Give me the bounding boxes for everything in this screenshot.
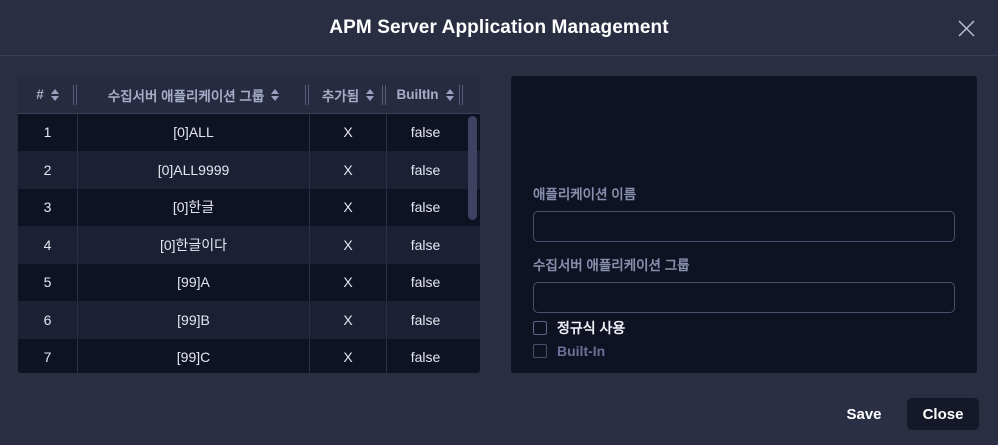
- builtin-checkbox: [533, 344, 547, 358]
- sort-updown-icon[interactable]: [271, 88, 280, 102]
- cell-added: X: [310, 151, 387, 188]
- cell-index: 7: [18, 339, 78, 373]
- sort-updown-icon[interactable]: [50, 88, 60, 102]
- cell-added: X: [310, 264, 387, 301]
- table-row[interactable]: 6 [99]B X false: [18, 301, 480, 339]
- sort-updown-icon[interactable]: [366, 88, 375, 102]
- app-name-input[interactable]: [533, 211, 955, 242]
- cell-builtin: false: [410, 199, 441, 216]
- column-header-index-label: #: [36, 87, 44, 102]
- regex-checkbox[interactable]: [533, 321, 547, 335]
- cell-builtin: false: [410, 236, 441, 253]
- column-resize-handle[interactable]: [304, 85, 310, 105]
- table-row[interactable]: 7 [99]C X false: [18, 339, 480, 373]
- table-row[interactable]: 1 [0]ALL X false: [18, 114, 480, 152]
- cell-group: [99]C: [78, 339, 310, 373]
- table-vertical-scrollbar[interactable]: [468, 116, 477, 371]
- column-header-index[interactable]: #: [18, 76, 78, 113]
- cell-builtin: false: [410, 311, 441, 328]
- cell-group: [0]ALL9999: [78, 151, 310, 188]
- cell-builtin: false: [410, 274, 441, 291]
- column-header-added[interactable]: 추가됨: [310, 76, 387, 113]
- column-resize-handle[interactable]: [458, 85, 464, 105]
- save-button[interactable]: Save: [831, 398, 897, 430]
- column-resize-handle[interactable]: [381, 85, 387, 105]
- application-group-table-panel: # 수집서버 애플리케이션 그룹 추가됨 BuiltIn 1 [0]ALL X …: [18, 76, 480, 373]
- cell-index: 1: [18, 114, 78, 151]
- table-scrollbar-thumb[interactable]: [468, 116, 477, 220]
- dialog-title: APM Server Application Management: [329, 17, 669, 38]
- table-row[interactable]: 2 [0]ALL9999 X false: [18, 151, 480, 189]
- dialog-titlebar: APM Server Application Management: [0, 0, 998, 56]
- table-body: 1 [0]ALL X false 2 [0]ALL9999 X false 3 …: [18, 114, 480, 373]
- table-row[interactable]: 3 [0]한글 X false: [18, 189, 480, 227]
- app-name-label: 애플리케이션 이름: [533, 187, 637, 202]
- cell-index: 2: [18, 151, 78, 188]
- regex-checkbox-label: 정규식 사용: [557, 320, 626, 336]
- column-resize-handle[interactable]: [72, 85, 78, 105]
- cell-group: [0]한글: [78, 189, 310, 226]
- cell-group: [0]한글이다: [78, 226, 310, 263]
- cell-index: 5: [18, 264, 78, 301]
- table-header-row: # 수집서버 애플리케이션 그룹 추가됨 BuiltIn: [18, 76, 480, 114]
- cell-index: 3: [18, 189, 78, 226]
- builtin-checkbox-label: Built-In: [557, 343, 606, 359]
- cell-added: X: [310, 301, 387, 338]
- cell-builtin: false: [410, 349, 441, 366]
- close-button[interactable]: Close: [907, 398, 979, 430]
- column-header-group-label: 수집서버 애플리케이션 그룹: [107, 88, 265, 104]
- close-icon[interactable]: [950, 12, 982, 44]
- cell-added: X: [310, 226, 387, 263]
- application-form-panel: 애플리케이션 이름 수집서버 애플리케이션 그룹 정규식 사용 Built-In: [511, 76, 977, 373]
- app-group-label: 수집서버 애플리케이션 그룹: [533, 258, 690, 273]
- cell-added: X: [310, 114, 387, 151]
- cell-added: X: [310, 339, 387, 373]
- cell-index: 6: [18, 301, 78, 338]
- column-header-group[interactable]: 수집서버 애플리케이션 그룹: [78, 76, 310, 113]
- builtin-checkbox-row: Built-In: [533, 343, 605, 359]
- regex-checkbox-row[interactable]: 정규식 사용: [533, 318, 625, 338]
- column-header-added-label: 추가됨: [321, 88, 360, 104]
- app-group-input[interactable]: [533, 282, 955, 313]
- sort-updown-icon[interactable]: [445, 88, 455, 102]
- cell-added: X: [310, 189, 387, 226]
- column-header-builtin-label: BuiltIn: [396, 87, 439, 102]
- table-row[interactable]: 4 [0]한글이다 X false: [18, 226, 480, 264]
- cell-builtin: false: [410, 124, 441, 141]
- cell-group: [99]B: [78, 301, 310, 338]
- cell-index: 4: [18, 226, 78, 263]
- cell-builtin: false: [410, 161, 441, 178]
- table-row[interactable]: 5 [99]A X false: [18, 264, 480, 302]
- cell-group: [0]ALL: [78, 114, 310, 151]
- cell-group: [99]A: [78, 264, 310, 301]
- column-header-builtin[interactable]: BuiltIn: [387, 76, 464, 113]
